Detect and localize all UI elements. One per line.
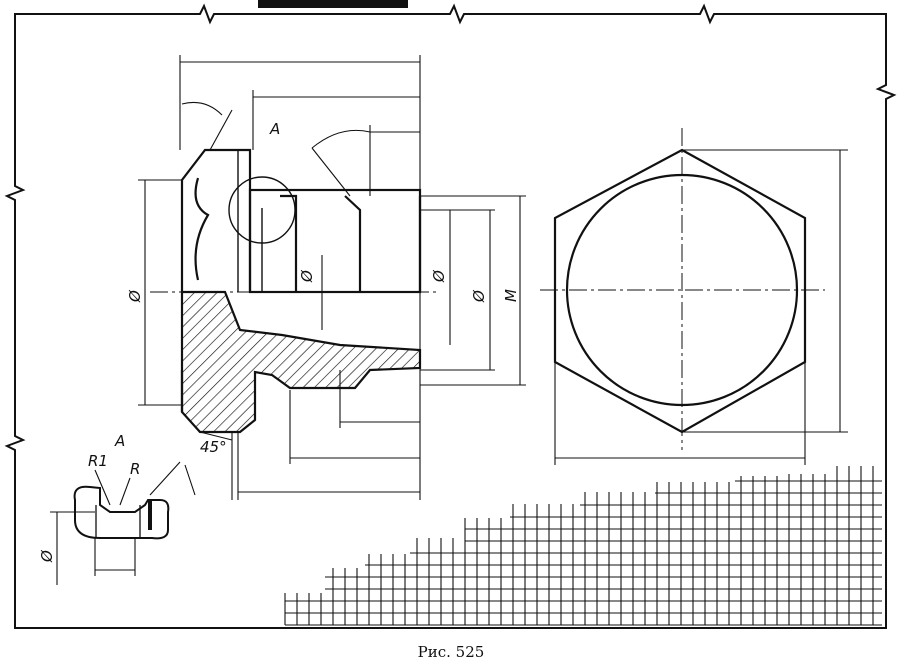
detail-a-dimensions	[50, 461, 196, 585]
label-diameter-outer: Ø	[126, 289, 144, 303]
label-diameter-thread-1: Ø	[430, 269, 448, 283]
label-diameter-detail: Ø	[38, 549, 56, 563]
dimension-lines	[138, 55, 526, 500]
label-r1: R1	[88, 452, 108, 470]
label-thread-m: M	[502, 289, 520, 302]
label-detail-a-view: A	[114, 432, 125, 450]
grid-paper	[284, 466, 882, 626]
detail-a-view	[73, 485, 170, 540]
side-view-hexagon	[553, 148, 807, 434]
side-view-dimensions	[554, 149, 848, 465]
label-diameter-bore: Ø	[298, 269, 316, 283]
label-diameter-thread-2: Ø	[470, 289, 488, 303]
label-angle-45: 45°	[200, 438, 227, 456]
detail-circle-a	[228, 176, 296, 244]
side-view-centerlines	[540, 128, 825, 450]
label-r: R	[130, 460, 140, 478]
label-detail-a: A	[269, 120, 280, 138]
figure-caption: Рис. 525	[417, 643, 485, 661]
front-view-section	[180, 290, 422, 434]
sheet-frame	[4, 0, 897, 629]
